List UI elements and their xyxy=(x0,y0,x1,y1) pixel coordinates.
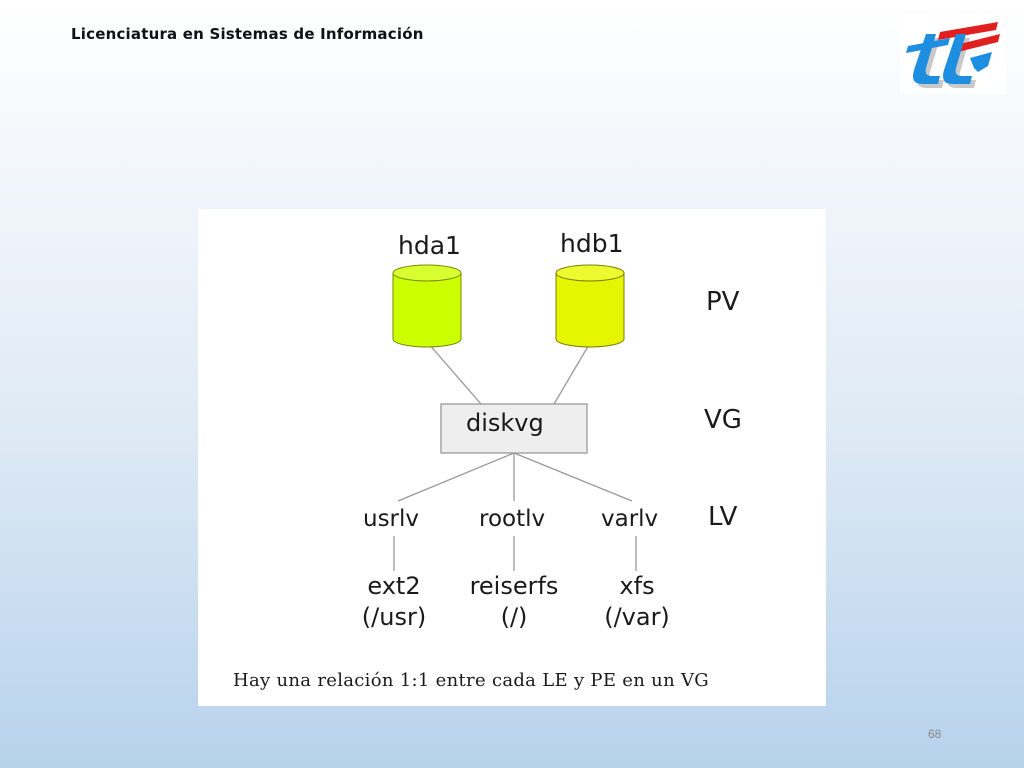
filesystem-type-ext2: ext2 xyxy=(367,572,421,600)
filesystem-type-reiserfs: reiserfs xyxy=(469,572,559,600)
connector-diskvg-usrlv xyxy=(397,452,515,502)
filesystem-type-xfs: xfs xyxy=(619,572,655,600)
pv-label-hda1: hda1 xyxy=(398,231,461,260)
connector-diskvg-varlv xyxy=(513,452,633,502)
header-title: Licenciatura en Sistemas de Información xyxy=(71,25,424,43)
mount-point-var: (/var) xyxy=(604,603,670,631)
pv-label-hdb1: hdb1 xyxy=(560,229,624,258)
lv-label-usrlv: usrlv xyxy=(363,506,420,532)
volume-group-box xyxy=(440,403,588,454)
layer-label-vg: VG xyxy=(704,405,742,435)
volume-group-label: diskvg xyxy=(466,409,544,437)
lv-label-rootlv: rootlv xyxy=(479,506,546,532)
connector-hdb1-diskvg xyxy=(553,342,591,405)
mount-point-root: (/) xyxy=(500,603,528,631)
layer-label-lv: LV xyxy=(708,502,738,532)
diagram-caption: Hay una relación 1:1 entre cada LE y PE … xyxy=(233,670,709,691)
lvm-diagram: hda1 hdb1 PV VG LV diskvg usrlv rootlv v… xyxy=(198,209,826,706)
layer-label-pv: PV xyxy=(706,287,740,317)
page-number: 68 xyxy=(928,727,942,741)
mount-point-usr: (/usr) xyxy=(361,603,427,631)
disk-cylinder-hdb1 xyxy=(555,264,625,348)
diagram-connectors xyxy=(392,264,637,571)
filesystem-xfs: xfs (/var) xyxy=(596,571,678,633)
logo-graphic xyxy=(906,22,1000,88)
lv-label-varlv: varlv xyxy=(601,506,659,532)
institution-logo xyxy=(900,14,1006,94)
connector-hda1-diskvg xyxy=(427,342,482,405)
filesystem-ext2: ext2 (/usr) xyxy=(358,571,430,633)
disk-cylinder-hda1 xyxy=(392,264,462,348)
filesystem-reiserfs: reiserfs (/) xyxy=(468,571,560,633)
